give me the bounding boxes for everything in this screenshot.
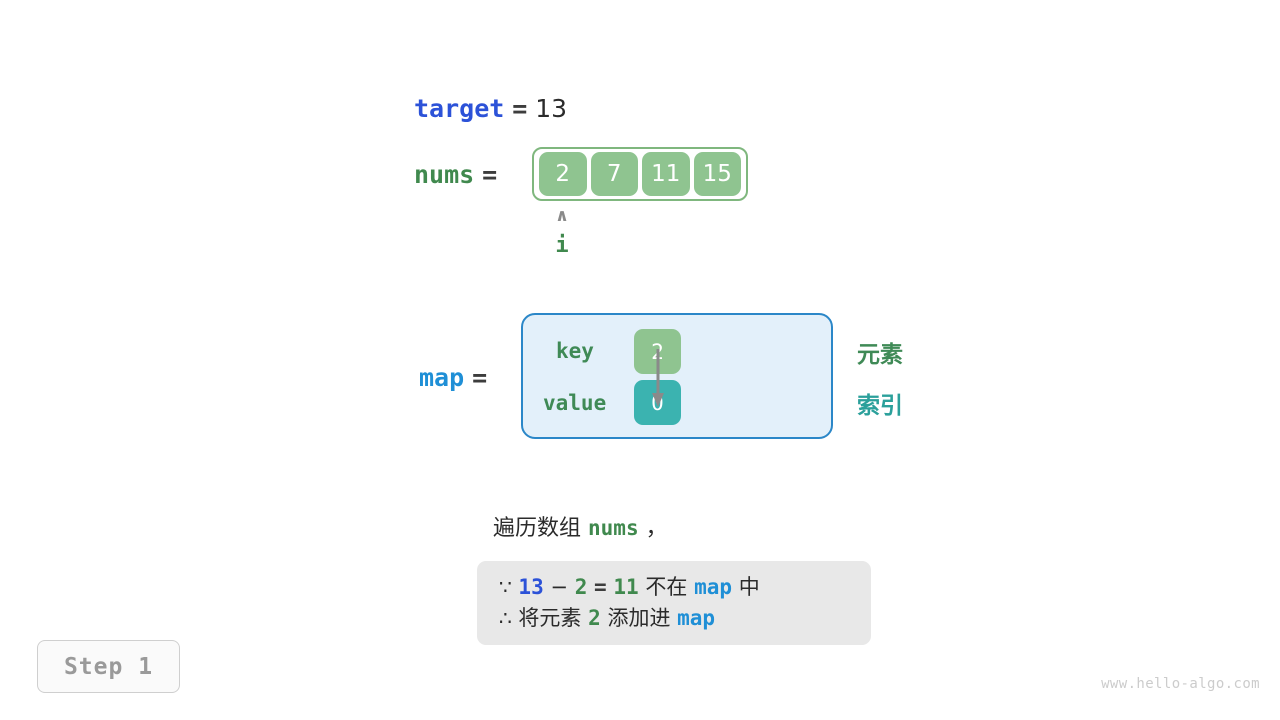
- array-cell: 11: [642, 152, 690, 196]
- side-label-index: 索引: [857, 393, 903, 419]
- desc-added-number: 2: [588, 606, 601, 630]
- pointer-caret-icon: ∧: [555, 206, 569, 226]
- desc-var-map: map: [694, 575, 732, 599]
- desc-text-in: 中: [738, 575, 760, 599]
- description-suffix: ，: [645, 516, 668, 541]
- target-value: 13: [535, 94, 568, 123]
- target-variable-name: target: [414, 94, 505, 123]
- desc-text-not-in: 不在: [645, 575, 688, 599]
- desc-var-map-2: map: [677, 606, 716, 630]
- side-label-element: 元素: [857, 342, 903, 368]
- desc-minus-sign: −: [550, 575, 569, 599]
- map-row-label-key: key: [556, 339, 594, 363]
- nums-variable-name: nums: [414, 160, 475, 189]
- description-box-line-2: ∴ 将元素 2 添加进 map: [499, 603, 849, 634]
- step-badge-label: Step 1: [63, 653, 154, 680]
- map-entry-value-box: 0: [634, 380, 681, 425]
- array-cell: 7: [590, 152, 638, 196]
- therefore-symbol-icon: ∴: [499, 606, 512, 630]
- desc-text-add-element: 将元素: [518, 606, 582, 630]
- description-var-nums: nums: [588, 516, 639, 540]
- pointer-label-i: i: [555, 233, 569, 258]
- nums-array: 2 7 11 15: [532, 147, 748, 201]
- description-box: ∵ 13 − 2 = 11 不在 map 中 ∴ 将元素 2 添加进 map: [477, 561, 871, 645]
- desc-text-add-into: 添加进: [607, 606, 671, 630]
- map-entry-key-box: 2: [634, 329, 681, 374]
- map-equals-sign: =: [472, 363, 488, 392]
- array-cell: 15: [693, 152, 741, 196]
- array-cell: 2: [539, 152, 587, 196]
- nums-declaration: nums =: [414, 160, 497, 190]
- desc-operand-current: 2: [574, 575, 588, 599]
- target-declaration: target = 13: [414, 94, 567, 124]
- desc-operand-target: 13: [518, 575, 544, 599]
- description-prefix: 遍历数组: [493, 516, 582, 541]
- step-badge: Step 1: [37, 640, 180, 693]
- map-row-label-value: value: [543, 391, 607, 415]
- nums-equals-sign: =: [482, 160, 498, 189]
- description-line: 遍历数组 nums ，: [493, 514, 668, 543]
- desc-equals-sign: =: [594, 575, 607, 599]
- watermark: www.hello-algo.com: [1101, 676, 1260, 692]
- because-symbol-icon: ∵: [499, 575, 512, 599]
- description-box-line-1: ∵ 13 − 2 = 11 不在 map 中: [499, 572, 849, 603]
- map-variable-name: map: [419, 363, 465, 392]
- map-declaration: map =: [419, 363, 487, 393]
- target-equals-sign: =: [512, 94, 528, 123]
- desc-result: 11: [613, 575, 639, 599]
